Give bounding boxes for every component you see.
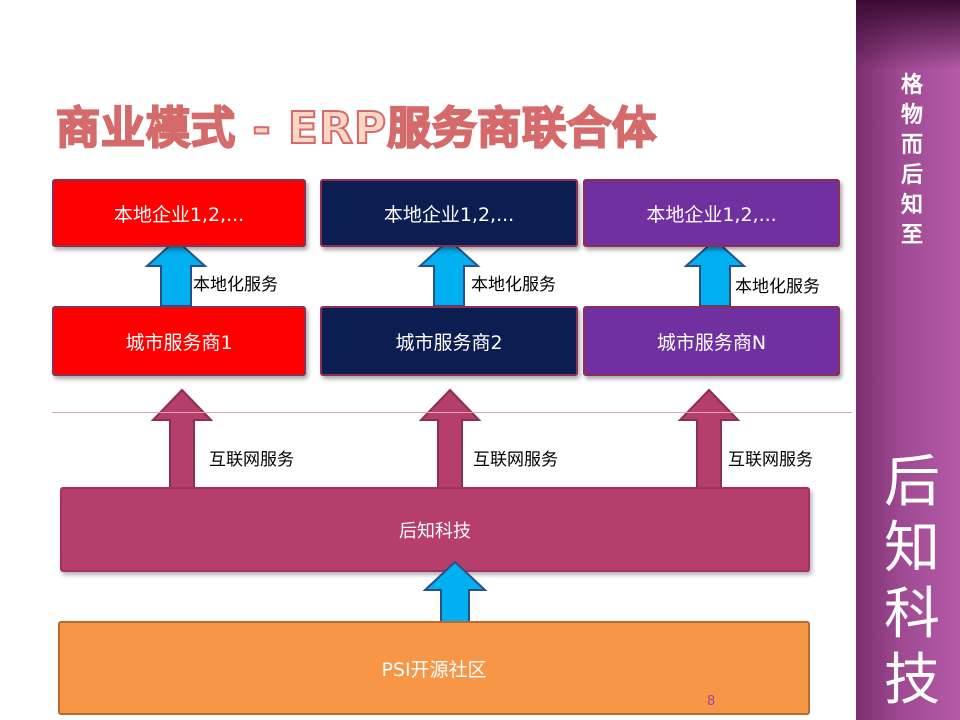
enterprise-box-1: 本地企业1,2,...	[52, 179, 306, 247]
internet-service-label-3: 互联网服务	[728, 450, 813, 470]
page-number: 8	[707, 694, 716, 709]
slide-title: 商业模式 - ERP服务商联合体	[55, 102, 658, 155]
local-service-arrow-2	[417, 238, 481, 307]
motto-char: 而	[900, 132, 923, 158]
psi-community-box: PSI开源社区	[58, 621, 810, 715]
motto-char: 知	[900, 192, 923, 218]
sidebar-brand: 后 知 科 技	[870, 450, 954, 714]
sidebar-motto: 格 物 而 后 知 至	[884, 70, 940, 250]
internet-service-arrow-3	[677, 388, 741, 493]
motto-char: 格	[900, 72, 923, 98]
motto-char: 至	[900, 222, 923, 248]
brand-char: 后	[884, 450, 940, 515]
motto-char: 物	[900, 102, 923, 128]
local-service-label-3: 本地化服务	[735, 277, 820, 297]
sidebar-band	[856, 0, 960, 720]
brand-char: 知	[884, 516, 940, 581]
brand-char: 科	[884, 582, 940, 647]
brand-char: 技	[884, 648, 940, 713]
internet-service-label-2: 互联网服务	[473, 450, 558, 470]
city-provider-box-n: 城市服务商N	[583, 306, 840, 376]
enterprise-box-2: 本地企业1,2,...	[320, 179, 578, 247]
section-divider	[52, 412, 852, 413]
local-service-arrow-1	[144, 238, 208, 307]
internet-service-arrow-2	[418, 388, 482, 493]
local-service-arrow-3	[683, 238, 747, 307]
local-service-label-1: 本地化服务	[193, 275, 278, 295]
houzhi-tech-box: 后知科技	[60, 487, 810, 572]
city-provider-box-1: 城市服务商1	[52, 306, 306, 376]
motto-char: 后	[900, 162, 923, 188]
internet-service-arrow-1	[150, 388, 214, 493]
local-service-label-2: 本地化服务	[471, 275, 556, 295]
enterprise-box-3: 本地企业1,2,...	[583, 179, 840, 247]
internet-service-label-1: 互联网服务	[209, 450, 294, 470]
city-provider-box-2: 城市服务商2	[320, 306, 578, 376]
